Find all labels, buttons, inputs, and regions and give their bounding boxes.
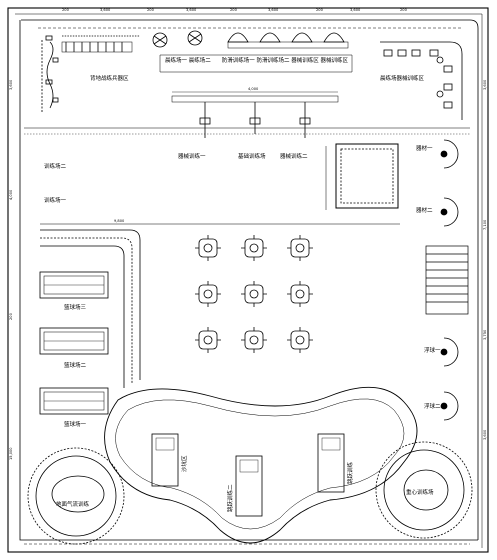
stage-square: [325, 143, 399, 210]
circle-label-left: 地面气流训练: [56, 500, 90, 508]
station-3: [287, 235, 313, 261]
dim-top-9: 200: [400, 8, 408, 12]
top-left-equipment: [41, 35, 140, 112]
dim-top-6: 3,600: [268, 8, 279, 12]
dim-left-1: 3,600: [9, 79, 13, 90]
station-9: [287, 327, 313, 353]
dim-wide-span: 9,800: [114, 219, 125, 223]
dim-left-4: 15,000: [9, 447, 13, 460]
court-label-3: 篮球场三: [64, 303, 87, 311]
station-4: [195, 281, 221, 307]
dim-top-2: 3,600: [100, 8, 111, 12]
pit-label-2: 跳跃训练二: [226, 484, 234, 512]
site-boundary: [7, 7, 489, 553]
court-label-2: 篮球场二: [64, 361, 87, 369]
zone-label-right-mid-1: 浮球一: [424, 346, 441, 354]
zone-label-top-right: 晨练场器械训练区: [380, 74, 425, 82]
dim-top-3: 200: [147, 8, 155, 12]
top-dimension-row: 200 3,600 200 3,600 200 3,600 200 3,600 …: [62, 8, 408, 12]
station-grid: [195, 235, 313, 353]
dim-left-2: 4,000: [9, 189, 13, 200]
dim-right-4: 3,600: [483, 429, 487, 440]
zone-label-row-right: 器械训练二: [280, 152, 308, 160]
zone-label-top-strip: 晨练场一 晨练场二 防滑训练场一 防滑训练场二 器械训练区 器械训练区: [165, 56, 348, 64]
bottom-right-circle: [375, 441, 473, 539]
court-label-1: 篮球场一: [64, 420, 87, 428]
circle-label-right: 重心训练场: [406, 488, 434, 496]
right-semicircles: [440, 139, 459, 421]
dim-right-2: 7,100: [483, 219, 487, 230]
bottom-left-circle: [27, 447, 125, 545]
zone-label-top-left: 背地战练兵器区: [90, 74, 129, 82]
zone-label-right-upper: 器材一: [416, 144, 433, 152]
right-stairs: [425, 245, 469, 315]
sand-pits: [151, 433, 345, 517]
left-lanes: [40, 229, 141, 388]
dim-top-4: 3,600: [186, 8, 197, 12]
station-6: [287, 281, 313, 307]
dim-right-1: 3,600: [483, 79, 487, 90]
pit-label-3: 跳跃训练: [346, 461, 354, 484]
station-5: [241, 281, 267, 307]
top-equipment-icons: [152, 30, 349, 49]
station-7: [195, 327, 221, 353]
left-dimension-column: 3,600 4,000 200 15,000: [9, 79, 13, 460]
zone-label-row-mid: 基础训练场: [238, 152, 266, 160]
zone-label-left-lower: 训练场一: [44, 196, 67, 204]
zone-label-left-upper: 训练场二: [44, 162, 67, 170]
zone-label-row-left: 器械训练一: [178, 152, 206, 160]
running-track: [104, 386, 418, 544]
station-1: [195, 235, 221, 261]
dim-top-8: 3,600: [350, 8, 361, 12]
dim-top-1: 200: [62, 8, 70, 12]
dim-left-3: 200: [9, 312, 13, 320]
station-8: [241, 327, 267, 353]
dim-mid-span: 4,000: [248, 87, 259, 91]
right-dimension-column: 3,600 7,100 3,750 3,600: [483, 79, 487, 440]
zone-label-right-lower: 器材二: [416, 206, 433, 214]
top-right-equipment: [380, 41, 463, 120]
zone-label-right-mid-2: 浮球二: [424, 402, 441, 410]
basketball-courts: [39, 271, 109, 415]
pit-label-1: 沙坑区: [180, 455, 188, 472]
station-2: [241, 235, 267, 261]
dim-top-7: 200: [316, 8, 324, 12]
dim-right-3: 3,750: [483, 329, 487, 340]
central-apparatus: 4,000: [171, 87, 339, 138]
dim-top-5: 200: [230, 8, 238, 12]
